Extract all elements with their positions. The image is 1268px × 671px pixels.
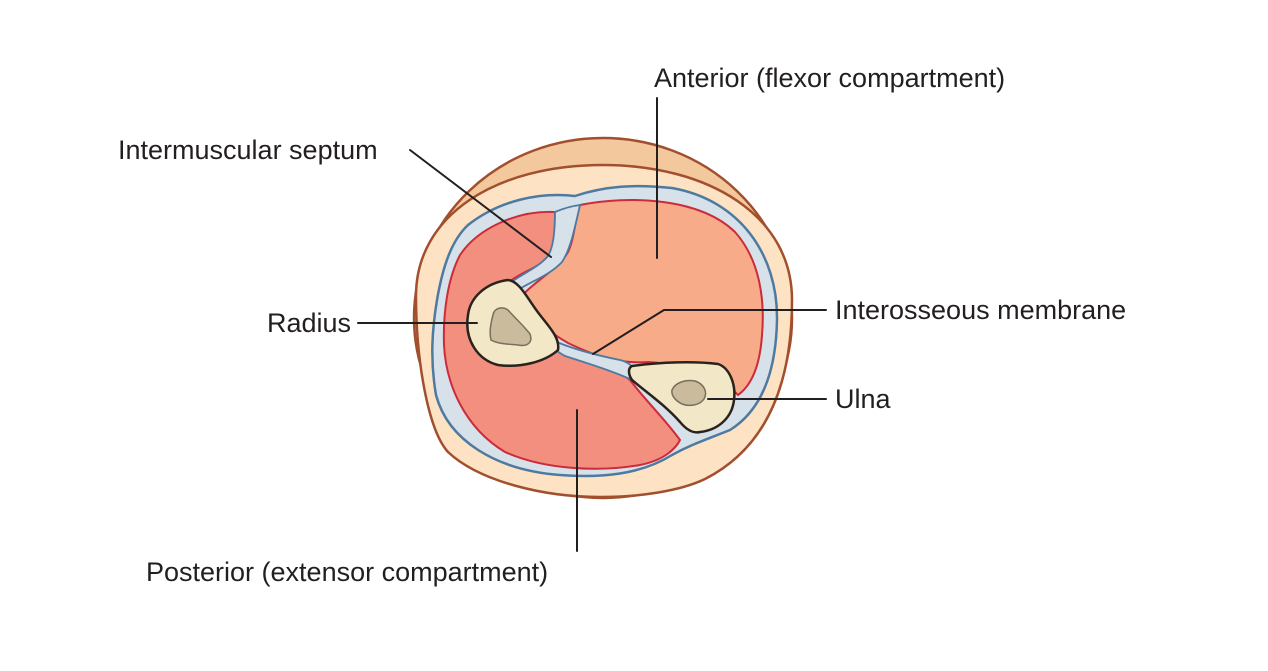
ulna-label: Ulna [835, 384, 892, 414]
posterior-compartment-label: Posterior (extensor compartment) [146, 557, 548, 587]
interosseous-membrane-label: Interosseous membrane [835, 295, 1126, 325]
leader-lines [357, 97, 827, 552]
septum-leader-line [409, 149, 552, 258]
ulna-marrow [671, 379, 707, 407]
intermuscular-septum-label: Intermuscular septum [118, 135, 378, 165]
radius-label: Radius [267, 308, 351, 338]
radius-marrow [489, 307, 532, 347]
interosseous-leader-line [592, 309, 827, 355]
radius-bone [466, 278, 560, 367]
ulna-bone [627, 361, 736, 434]
anterior-compartment-label: Anterior (flexor compartment) [654, 63, 1005, 93]
